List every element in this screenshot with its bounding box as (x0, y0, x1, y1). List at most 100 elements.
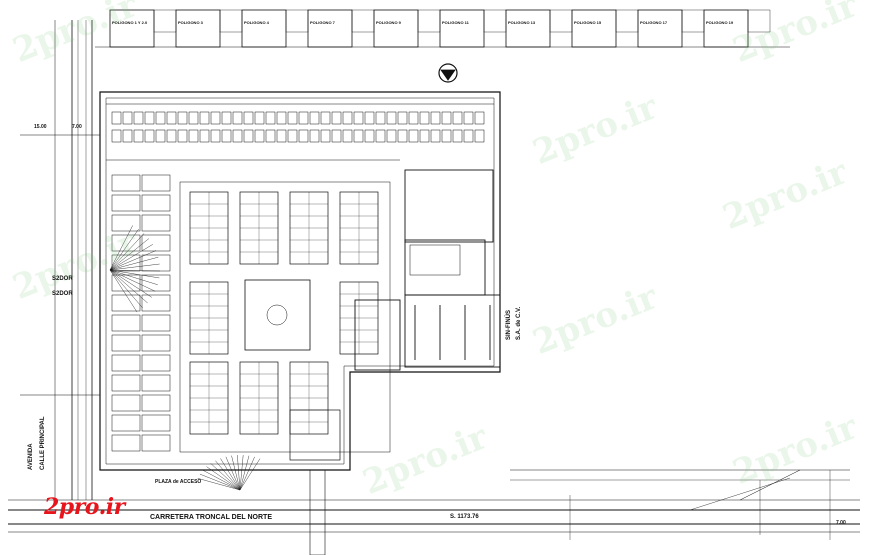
parking-stall (397, 111, 408, 125)
side-lot (141, 234, 171, 252)
side-lot (111, 214, 141, 232)
lot-gap (483, 9, 507, 33)
side-lot (141, 394, 171, 412)
side-lot (141, 254, 171, 272)
parking-stall (177, 129, 188, 143)
side-lot (111, 174, 141, 192)
fan-line (109, 269, 156, 292)
side-lot (141, 194, 171, 212)
parking-stall (309, 129, 320, 143)
side-lot (111, 354, 141, 372)
parking-stall (331, 111, 342, 125)
fan-line (239, 456, 255, 491)
inner-ring-road (179, 181, 391, 453)
right-buildings (354, 169, 501, 371)
side-lot (111, 314, 141, 332)
lot-label: POLIGONO 1 Y 2.0 (112, 20, 148, 25)
lot-parcel (241, 9, 287, 48)
parking-stall (133, 111, 144, 125)
side-lot (141, 314, 171, 332)
fan-line (109, 269, 160, 272)
lot-gap (549, 9, 573, 33)
left-dimension-2: 7.00 (72, 124, 82, 130)
side-lot (141, 214, 171, 232)
parking-stall (232, 129, 243, 143)
parking-stall (199, 111, 210, 125)
parking-stall (463, 111, 474, 125)
parking-stall (287, 111, 298, 125)
parking-stall (474, 129, 485, 143)
side-lot (111, 254, 141, 272)
lot-parcel (373, 9, 419, 48)
lot-label: POLIGONO 17 (640, 20, 668, 25)
left-lots (111, 174, 171, 452)
parking-stall (408, 111, 419, 125)
parking-stall (463, 129, 474, 143)
lot-label: POLIGONO 19 (706, 20, 734, 25)
parking-stall (210, 129, 221, 143)
parking-stall (122, 111, 133, 125)
parking-stall (353, 129, 364, 143)
parking-stall (298, 129, 309, 143)
parking-stall (254, 129, 265, 143)
left-road (20, 20, 100, 500)
fan-line (109, 233, 145, 271)
lot-gap (417, 9, 441, 33)
parking-stall (155, 129, 166, 143)
side-lot (141, 414, 171, 432)
parking-stall (375, 129, 386, 143)
side-label-2: S2DOR (52, 291, 73, 297)
fan-line (239, 455, 244, 491)
parking-stall (221, 111, 232, 125)
fan-line (109, 228, 139, 271)
parking-stall (243, 111, 254, 125)
parking-stall (474, 111, 485, 125)
site-boundary (99, 91, 501, 471)
parking-stall (386, 129, 397, 143)
lot-gap (615, 9, 639, 33)
fan-line (237, 455, 241, 491)
parking-stall (342, 111, 353, 125)
parking-stall (144, 111, 155, 125)
parking-stall (265, 111, 276, 125)
parking-stall (221, 129, 232, 143)
side-lot (111, 434, 141, 452)
parking-stall (111, 111, 122, 125)
lot-parcel (307, 9, 353, 48)
fan-line (109, 269, 158, 285)
parking-stall (210, 111, 221, 125)
side-lot (141, 174, 171, 192)
fan-line (206, 466, 241, 491)
lot-gap (153, 9, 177, 33)
fan-line (220, 458, 241, 491)
lot-label: POLIGONO 7 (310, 20, 335, 25)
fan-line (199, 473, 241, 491)
side-lot (141, 434, 171, 452)
fan-line (231, 455, 241, 491)
parking-stall (430, 111, 441, 125)
lot-label: POLIGONO 11 (442, 20, 469, 25)
plaza-label: PLAZA de ACCESO (155, 479, 202, 485)
parking-stall (166, 129, 177, 143)
fan-line (210, 463, 241, 491)
section-label: S. 1173.76 (450, 514, 479, 520)
parking-stall (122, 129, 133, 143)
lot-label: POLIGONO 9 (376, 20, 401, 25)
fan-line (109, 269, 152, 298)
street-label-2: AVENIDA (28, 443, 34, 470)
side-lot (141, 274, 171, 292)
parking-stall (254, 111, 265, 125)
side-lot (111, 194, 141, 212)
fan-line (109, 269, 138, 313)
lot-label: POLIGONO 4 (244, 20, 269, 25)
lot-parcel (505, 9, 551, 48)
side-lot (141, 334, 171, 352)
lot-parcel (571, 9, 617, 48)
side-lot (111, 334, 141, 352)
parking-stall (419, 111, 430, 125)
bottom-road (8, 469, 860, 555)
parking-stall (364, 111, 375, 125)
lot-gap (747, 9, 771, 33)
side-lot (111, 234, 141, 252)
lot-label: POLIGONO 13 (508, 20, 536, 25)
